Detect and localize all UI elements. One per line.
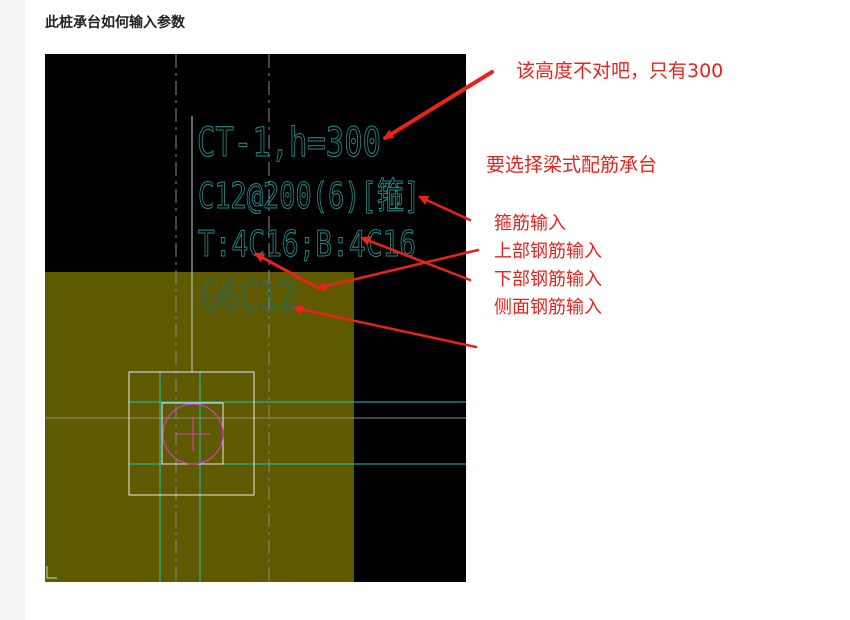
ucs-corner-mark	[46, 566, 57, 579]
cad-text-side-rebar: G6C12	[201, 274, 297, 320]
cad-text-stirrup: C12@200(6)[箍]	[198, 176, 420, 217]
annotation-stirrup-label: 箍筋输入	[494, 213, 566, 234]
question-title: 此桩承台如何输入参数	[45, 15, 185, 31]
annotation-height-note: 该高度不对吧，只有300	[516, 60, 724, 82]
pile-cap-outline	[128, 371, 255, 496]
annotation-top-rebar-label: 上部钢筋输入	[494, 241, 602, 262]
annotation-side-rebar-label: 侧面钢筋输入	[494, 297, 602, 318]
cad-text-top-bottom-rebar: T:4C16;B:4C16	[198, 224, 416, 265]
pile-circle	[162, 403, 224, 465]
annotation-bottom-rebar-label: 下部钢筋输入	[494, 269, 602, 290]
left-gutter	[0, 0, 25, 620]
cad-text-cap-label: CT-1,h=300	[197, 120, 381, 166]
annotation-beam-note: 要选择梁式配筋承台	[486, 154, 658, 176]
cad-drawing-image: CT-1,h=300 C12@200(6)[箍] T:4C16;B:4C16 G…	[45, 54, 466, 582]
